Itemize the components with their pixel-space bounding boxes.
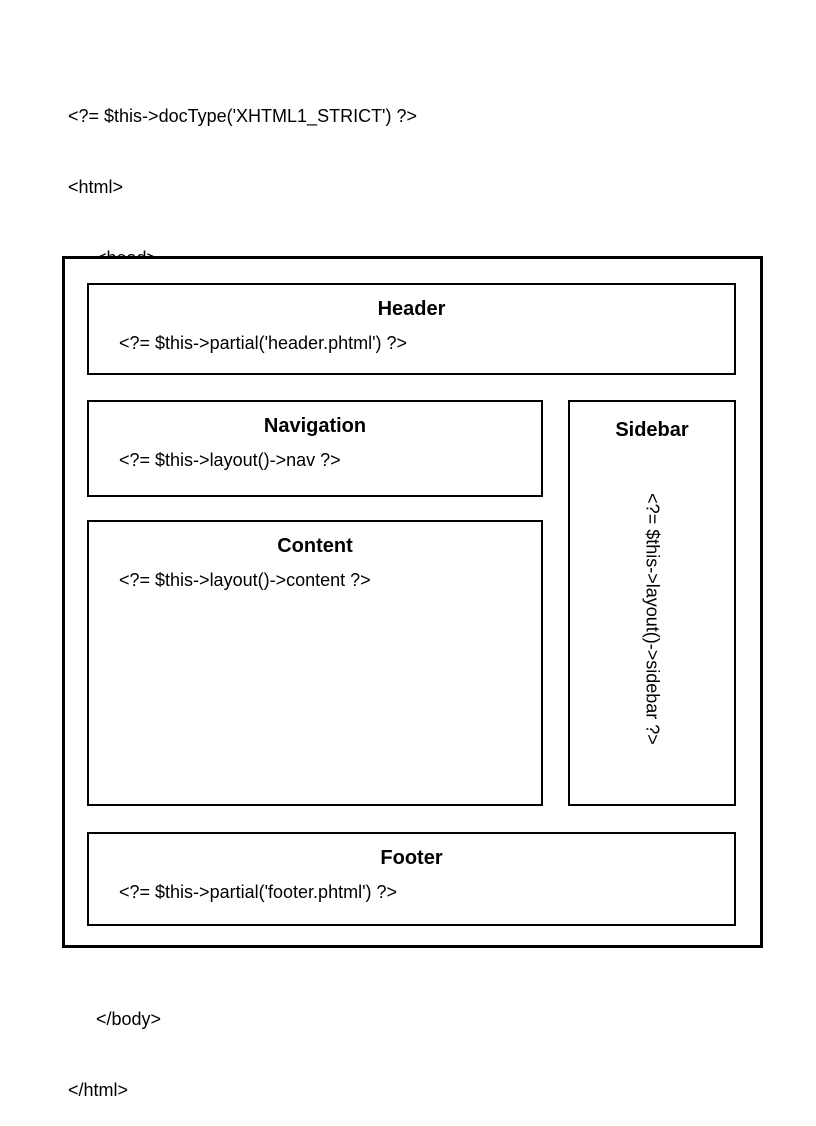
footer-box-code: <?= $this->partial('footer.phtml') ?> [119,882,398,902]
footer-box: Footer <?= $this->partial('footer.phtml'… [87,832,736,926]
sidebar-box-title: Sidebar [615,419,689,441]
sidebar-box: Sidebar <?= $this->layout()->sidebar ?> [568,400,736,806]
code-line-doctype: <?= $this->docType('XHTML1_STRICT') ?> [68,106,418,127]
code-line-body-close: </body> [96,1009,162,1030]
header-box: Header <?= $this->partial('header.phtml'… [87,283,736,375]
footer-box-title: Footer [380,847,443,869]
navigation-box-title: Navigation [263,415,367,437]
code-line-html-close: </html> [68,1079,129,1100]
navigation-box: Navigation <?= $this->layout()->nav ?> [87,400,543,497]
sidebar-box-code-vertical: <?= $this->layout()->sidebar ?> [642,493,663,745]
code-block-bottom: </body> </html> [68,961,161,1126]
code-line-html-open: <html> [68,176,124,197]
content-box: Content <?= $this->layout()->content ?> [87,520,543,806]
content-box-title: Content [277,535,353,557]
navigation-box-code: <?= $this->layout()->nav ?> [119,450,341,470]
header-box-title: Header [377,298,446,320]
body-layout-outer-box: Header <?= $this->partial('header.phtml'… [62,256,763,948]
content-box-code: <?= $this->layout()->content ?> [119,570,371,590]
header-box-code: <?= $this->partial('header.phtml') ?> [119,333,408,353]
